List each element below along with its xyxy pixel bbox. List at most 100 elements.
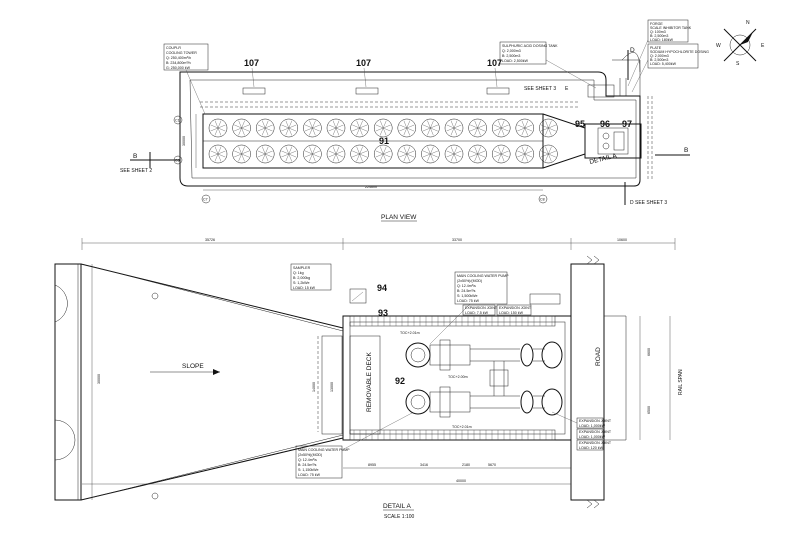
fan-blade <box>399 150 415 158</box>
pump-top-label-line: Q: 12.4m³/s <box>457 284 476 288</box>
tag-95: 95 <box>575 119 585 129</box>
fan-arc <box>54 284 68 323</box>
dim-bottom-row-1: 8955 <box>368 463 376 467</box>
fan-blade <box>517 124 533 132</box>
dim-bottom: 40000 <box>456 479 466 483</box>
sampler-label-line: Q: 1kg <box>293 271 304 275</box>
dim-width: 30000 <box>182 136 186 146</box>
grid-bubble <box>538 194 548 204</box>
inlet-box <box>321 335 343 435</box>
grid-bubble-label: C6 <box>175 159 180 163</box>
tag-91: 91 <box>379 136 389 146</box>
basin-wall <box>54 263 82 501</box>
dim-right-2: 6500 <box>647 406 651 414</box>
road <box>570 263 605 501</box>
dim-top-2: 33700 <box>452 238 462 242</box>
pump-pit <box>584 123 642 159</box>
right-label-line: LOAD: 120 kW <box>579 446 604 450</box>
fan-ring <box>373 144 393 164</box>
sampler-label-box <box>290 263 332 291</box>
plan-view: 107 107 107 91 95 96 97 DETAIL A COUPLR … <box>120 19 765 222</box>
fan-ring <box>491 118 511 138</box>
fan-ring <box>444 118 464 138</box>
tag-107-mid: 107 <box>356 58 371 68</box>
removable-deck-label: REMOVABLE DECK <box>366 351 373 412</box>
fan-blade <box>257 150 273 158</box>
dim-deck: 14000 <box>312 382 316 392</box>
forge-label-line: FORGE <box>650 22 663 26</box>
dim-length: 224600 <box>365 185 377 189</box>
pump-bottom <box>405 386 563 418</box>
hypo-label-box <box>647 43 699 69</box>
fan-ring <box>255 144 275 164</box>
forge-label-box <box>647 19 689 43</box>
tag-107-left: 107 <box>244 58 259 68</box>
hypo-label-line: PLATE <box>650 46 662 50</box>
rail-area <box>604 315 627 441</box>
grating-hatch <box>353 316 553 440</box>
pump-symbol <box>602 132 610 140</box>
fan-ring <box>350 144 369 164</box>
fan-ring <box>468 144 487 164</box>
see-sheet-2: SEE SHEET 2 <box>120 168 152 174</box>
grid-bubble <box>201 194 211 204</box>
see-sheet-3-top: SEE SHEET 3 <box>524 86 556 92</box>
dim-deck-2: 13000 <box>330 382 334 392</box>
pump-bottom-label-line: MAIN COOLING WATER PUMP <box>298 448 350 452</box>
fan-ring <box>468 118 487 138</box>
level-top: TOC+2.01m <box>400 331 420 335</box>
fan-blade <box>352 150 368 158</box>
fan-blade <box>281 150 297 158</box>
right-label-line: LOAD: 1,000kW <box>579 435 606 439</box>
fan-blade <box>234 150 250 158</box>
grating-bottom <box>349 429 556 441</box>
expansion-label-line: EXPANSION JOINT <box>465 306 498 310</box>
fan-ring <box>397 118 417 138</box>
grid-bubble <box>173 115 183 125</box>
fan-ring <box>279 118 299 138</box>
detail-a-view: 35726 33700 10600 SLOPE 30000 14000 1300… <box>54 238 684 520</box>
pump-bottom-label-box <box>295 445 343 479</box>
pump-top-label-line: S: 1,500kWe <box>457 294 478 298</box>
cross-pipe-valve <box>489 369 509 387</box>
road-label: ROAD <box>595 347 602 366</box>
compass-w: W <box>716 43 721 49</box>
plan-view-title: PLAN VIEW <box>381 214 417 221</box>
fan-ring <box>491 144 511 164</box>
detail-a-title: DETAIL A <box>383 503 411 510</box>
pump-top-label-box <box>454 271 508 305</box>
level-mid: TOC+2.00m <box>448 375 468 379</box>
right-label-box <box>576 439 604 451</box>
fan-blade <box>304 150 320 158</box>
dosing-label-line: B: 2,500m3 <box>502 54 520 58</box>
section-d-top-label: D <box>630 47 635 54</box>
fan-ring <box>326 118 346 138</box>
cross-pipe <box>493 361 505 396</box>
fan-blade <box>446 124 462 132</box>
forge-label-line: SCALE INHIBITOR TANK <box>650 26 692 30</box>
pump-bottom-label-line: B: 24.5m³/s <box>298 463 317 467</box>
fan-blade <box>422 150 438 158</box>
fan-ring <box>373 118 393 138</box>
removable-deck <box>349 335 381 435</box>
level-bottom: TOC+2.01m <box>452 425 472 429</box>
fan-blade <box>352 124 368 132</box>
forge-label-line: Q: 100m3 <box>650 30 666 34</box>
pump-bottom-label-line: (2x50%)(MOD) <box>298 453 322 457</box>
detail-a-callout: DETAIL A <box>589 152 618 166</box>
fan-ring <box>421 118 440 138</box>
fan-ring <box>539 118 558 138</box>
pump-top-label-line: (2x50%)/(MOD) <box>457 279 482 283</box>
right-label-line: EXPANSION JOINT <box>579 430 612 434</box>
pump-top-label-line: MAIN COOLING WATER PUMP <box>457 274 509 278</box>
hypo-label-line: SODIUM HYPOCHLORITE DOSING <box>650 50 709 54</box>
dim-top-1: 35726 <box>205 238 215 242</box>
dosing-label-line: SULPHURIC ACID DOSING TANK <box>502 44 558 48</box>
tower-label-line: G: 250,000 kW <box>166 66 191 70</box>
fan-blade <box>446 150 462 158</box>
right-label-line: EXPANSION JOINT <box>579 441 612 445</box>
fan-blade <box>210 124 226 132</box>
handrail-marker <box>242 87 266 95</box>
tag-92: 92 <box>395 376 405 386</box>
fan-ring <box>208 144 228 164</box>
